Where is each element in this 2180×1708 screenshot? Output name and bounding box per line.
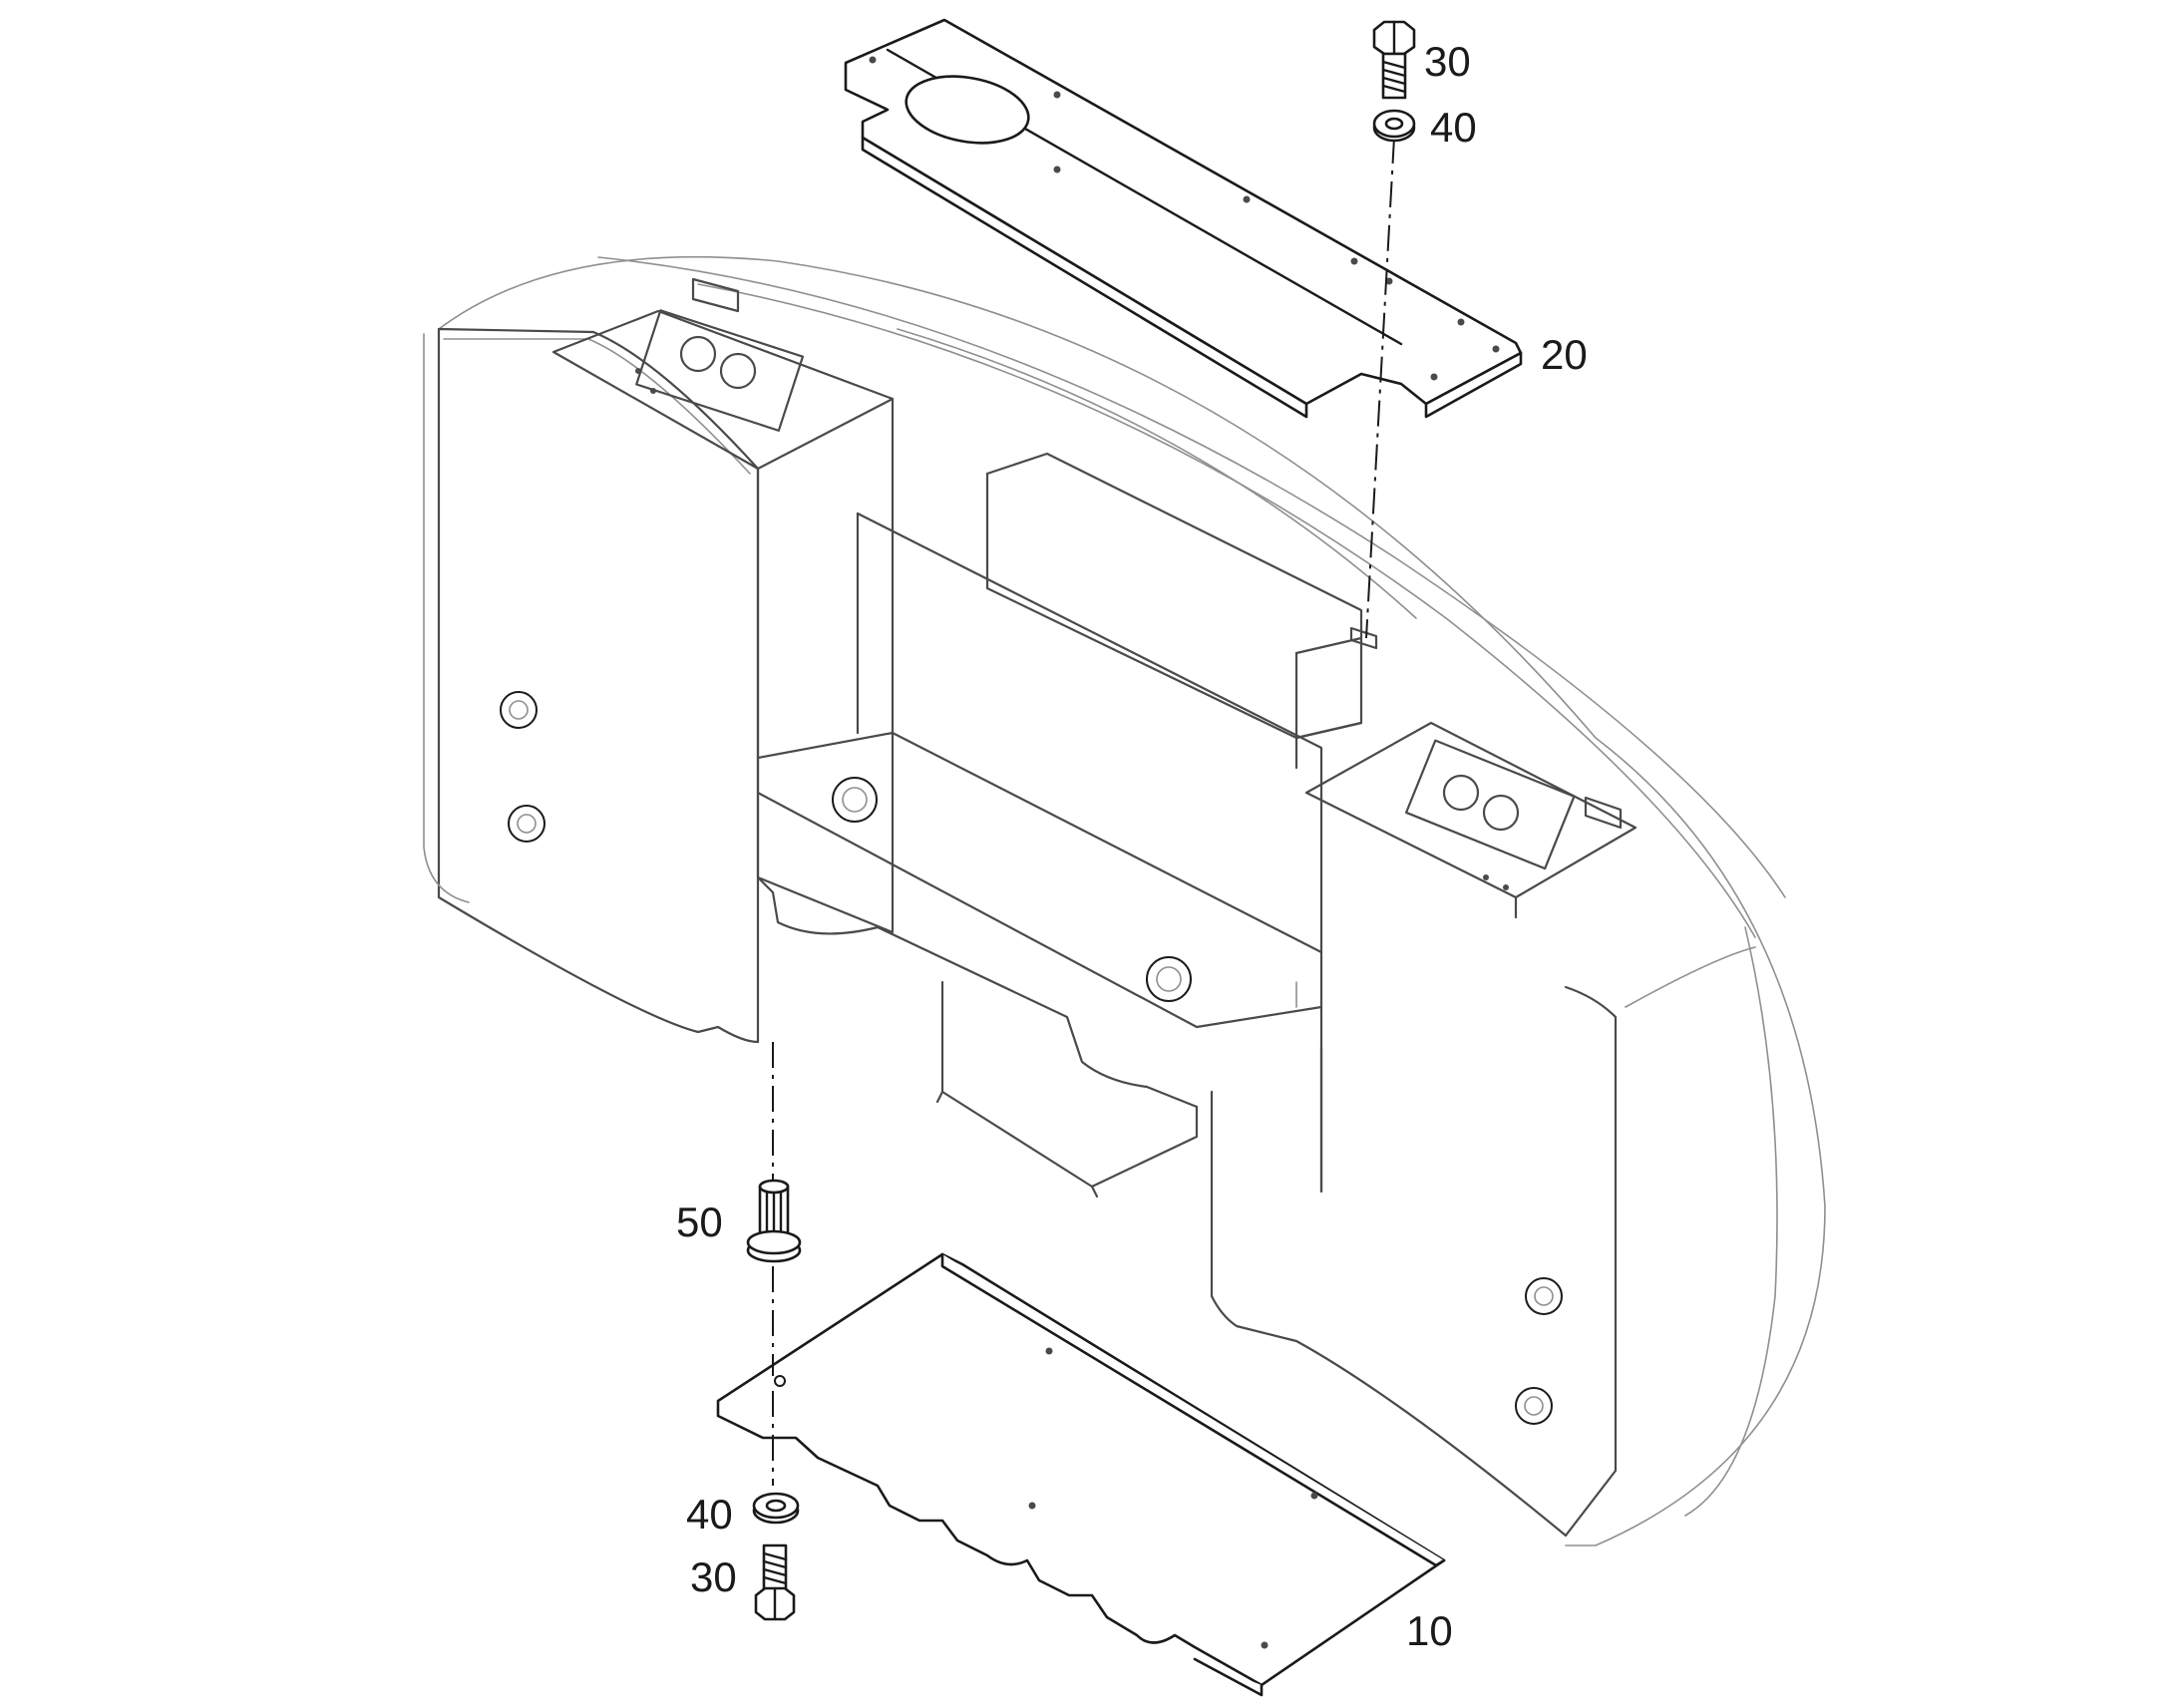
callout-bolt-top: 30 [1424, 38, 1471, 85]
counterweight-body [423, 255, 1826, 1546]
callout-sleeve: 50 [676, 1198, 723, 1245]
bottom-washer-40 [752, 1492, 800, 1525]
callout-washer-bottom: 40 [686, 1491, 733, 1537]
bottom-bolt-30 [754, 1543, 796, 1621]
callout-washer-top: 40 [1430, 104, 1477, 151]
callout-cover-bottom: 10 [1406, 1607, 1453, 1654]
top-cover-plate-20 [844, 18, 1523, 419]
top-washer-40 [1372, 109, 1416, 143]
sleeve-50 [746, 1179, 802, 1263]
assembly-center-lines [772, 137, 1395, 1486]
callout-cover-top: 20 [1541, 331, 1588, 378]
top-bolt-30 [1372, 20, 1416, 100]
callout-bolt-bottom: 30 [690, 1553, 737, 1600]
bottom-cover-plate-10 [716, 1252, 1446, 1697]
